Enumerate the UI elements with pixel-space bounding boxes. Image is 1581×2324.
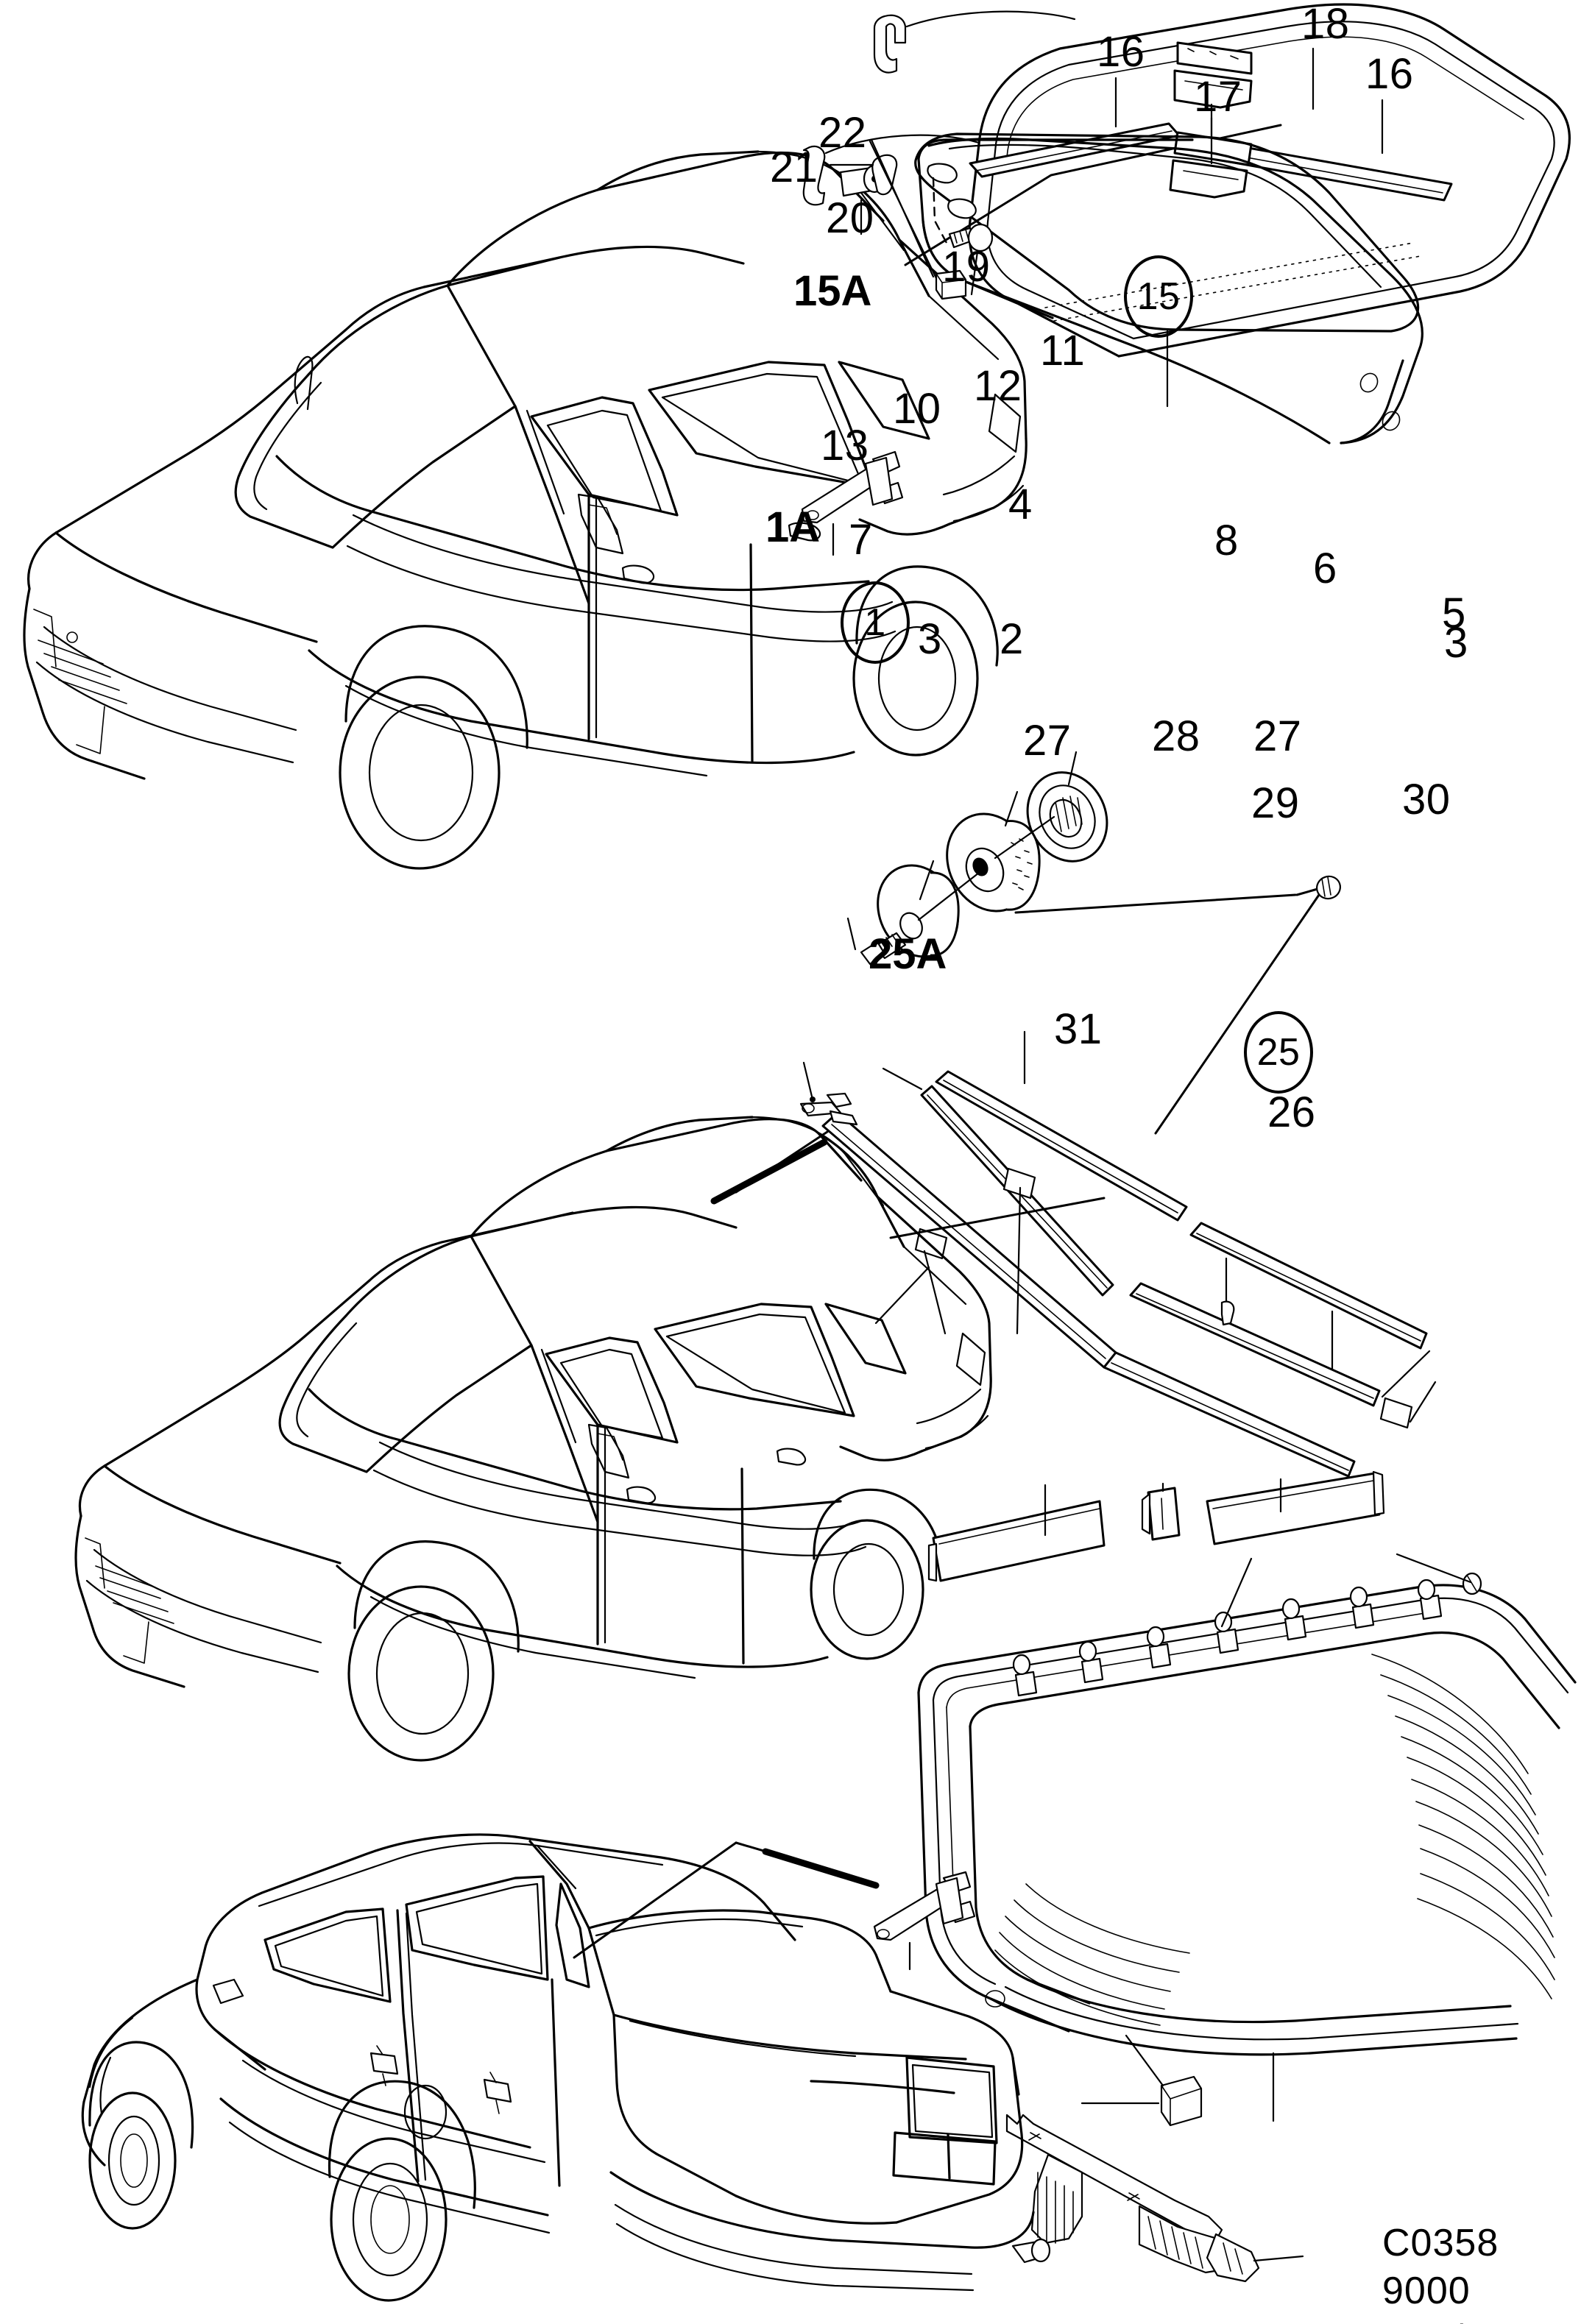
callout-17-moulding-joint-clip: 17 <box>1194 73 1242 121</box>
windscreen-glass-15 <box>914 132 1423 444</box>
callout-29-clip: 29 <box>1251 779 1300 827</box>
callout-18-rear-window-moulding: 18 <box>1301 0 1350 48</box>
callout-1-wiper-arm-assembly: 1 <box>841 581 910 664</box>
car-illustration-top <box>23 124 1282 870</box>
seal-clips-29-row <box>1012 1553 1482 1697</box>
moulding-strip-16-left <box>969 77 1181 178</box>
callout-16-moulding-upper-right: 16 <box>1365 50 1414 98</box>
car-illustration-bottom <box>81 1833 1051 2302</box>
callout-30-stud: 30 <box>1402 776 1451 823</box>
spacer-31 <box>1080 2034 1203 2127</box>
callout-10-washer: 10 <box>893 385 941 433</box>
seal-section-26 <box>1005 2114 1304 2283</box>
hook-clip-icon-top <box>873 10 1076 74</box>
callout-5-wiper-blade-rubber-left: 5 <box>1442 589 1466 637</box>
callout-3-blade-clip-left: 3 <box>918 615 942 663</box>
callout-25-rear-window-glass: 25 <box>1244 1011 1313 1094</box>
wiper-spindle-parts <box>846 751 1341 1135</box>
moulding-strip-16-right <box>1220 99 1453 202</box>
callout-1A-wiper-arm-clip: 1A <box>765 503 821 551</box>
part-number-line-1: C0358 9000 <box>1382 2222 1499 2312</box>
rear-window-bracket-25A <box>735 1841 976 1971</box>
callout-3-blade-clip-right: 3 <box>1444 619 1468 667</box>
callout-20-grommet: 20 <box>826 194 874 242</box>
callout-4-wiper-blade-rubber-right: 4 <box>1008 481 1033 528</box>
leader-22 <box>869 140 938 280</box>
car-illustration-middle <box>74 1116 1106 1762</box>
windscreen-bracket-15A <box>801 450 904 556</box>
callout-27-moulding-right: 27 <box>1253 712 1302 760</box>
wiper-blade-assembly <box>710 1030 1437 1478</box>
spacer-block-22 <box>870 138 967 300</box>
moulding-joint-clip-17-upper <box>1173 41 1253 109</box>
wiper-arm-clip-1A <box>799 1061 858 1126</box>
callout-15A-windscreen-bracket: 15A <box>793 267 872 315</box>
callout-13-screw: 13 <box>821 422 869 470</box>
washer-nozzle-8 <box>1220 1257 1235 1326</box>
callout-15-windscreen-glass: 15 <box>1124 255 1193 338</box>
callout-19-screw: 19 <box>942 243 991 291</box>
callout-21-wedge: 21 <box>770 144 818 191</box>
screw-19 <box>932 177 994 296</box>
part-number-line-2: 08A/1190 <box>1382 2315 1581 2324</box>
rear-window-moulding-frame <box>968 3 1571 358</box>
callout-6-wiper-blade-left: 6 <box>1313 545 1337 592</box>
tailgate-mouldings <box>927 1470 1385 1582</box>
callout-16-moulding-upper-left: 16 <box>1097 28 1145 76</box>
callout-25A-rear-window-bracket: 25A <box>869 930 947 978</box>
callout-11-spindle-cap: 11 <box>1040 327 1086 375</box>
callout-22-spacer-block: 22 <box>818 109 867 157</box>
callout-26-seal-section: 26 <box>1267 1088 1316 1136</box>
callout-28-moulding-joint: 28 <box>1152 712 1200 760</box>
callout-2-blade-clip-centre: 2 <box>1000 615 1024 663</box>
drawing-part-number: C0358 9000 08A/1190 <box>1382 2220 1581 2324</box>
callout-27-moulding-left: 27 <box>1023 717 1072 765</box>
callout-8-nozzle-pin: 8 <box>1214 517 1239 564</box>
callout-7-wiper-blade-backing: 7 <box>849 516 873 564</box>
callout-12-spindle-bush: 12 <box>974 362 1022 410</box>
callout-31-spacer: 31 <box>1054 1005 1103 1053</box>
